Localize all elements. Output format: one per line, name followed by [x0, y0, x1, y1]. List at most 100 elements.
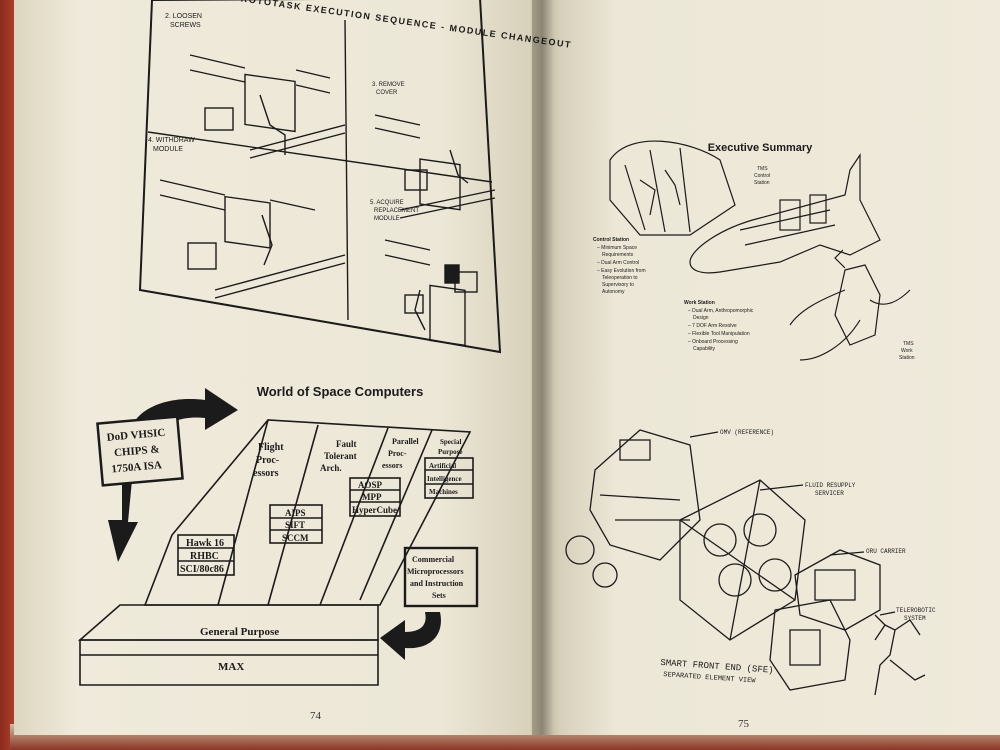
- flight-line1: Flight: [258, 442, 284, 453]
- parallel-line1: Parallel: [392, 437, 419, 446]
- panel-4-label: 4. WITHDRAW: [148, 137, 195, 144]
- flight-line3: essors: [253, 468, 279, 479]
- fault-line3: Arch.: [320, 463, 342, 473]
- general-purpose-label: General Purpose: [200, 626, 279, 638]
- prototask-frame: [138, 0, 502, 354]
- panel-5-label-3: MODULE: [374, 216, 400, 222]
- special-line2: Purpose: [438, 448, 463, 456]
- panel-2-label-2: SCREWS: [170, 22, 201, 29]
- telerobotic-label-2: SYSTEM: [904, 615, 926, 622]
- flight-block: [177, 534, 235, 576]
- dod-box: [96, 415, 184, 487]
- sci-label: SCI/80c86: [180, 564, 224, 575]
- aosp-label: AOSP: [358, 480, 383, 490]
- left-page: [14, 0, 548, 735]
- curved-arrow-left-icon: [108, 480, 138, 562]
- commercial-line3: and Instruction: [410, 579, 464, 588]
- cs-bullet3-2: Teleoperation to: [602, 275, 638, 281]
- panel-4-art: [159, 179, 346, 299]
- tms-work-label-3: Station: [899, 355, 915, 361]
- fluid-resupply-drawing: [679, 479, 806, 641]
- ws-bullet1: – Dual Arm, Anthropomorphic: [688, 308, 754, 314]
- cs-bullet3-4: Autonomy: [602, 289, 625, 295]
- parallel-block: [349, 477, 401, 517]
- cs-bullet1-2: Requirements: [602, 252, 634, 258]
- right-page: [532, 0, 1000, 735]
- dod-line2: CHIPS &: [114, 443, 160, 459]
- commercial-box: [403, 546, 479, 608]
- world-title: World of Space Computers: [257, 384, 424, 399]
- mpp-label: MPP: [362, 492, 382, 502]
- dod-line3: 1750A ISA: [111, 459, 162, 475]
- panel-5-art: [384, 239, 478, 347]
- book-gutter: [530, 0, 554, 735]
- panel-2-art: [189, 54, 346, 159]
- panel-5-label-2: REPLACEMENT: [374, 208, 419, 214]
- flight-line2: Proc-: [256, 455, 279, 466]
- fluid-label-2: SERVICER: [815, 490, 844, 497]
- left-page-number: 74: [310, 710, 321, 722]
- sccm-label: SCCM: [282, 533, 309, 543]
- work-station-drawing: [834, 264, 881, 346]
- commercial-line4: Sets: [432, 591, 446, 600]
- hypercube-label: HyperCube: [352, 505, 397, 515]
- cs-bullet2: – Dual Arm Control: [597, 260, 639, 266]
- executive-title: Executive Summary: [708, 142, 813, 154]
- cs-bullet1: – Minimum Space: [597, 245, 637, 251]
- ws-bullet1-2: Design: [693, 315, 709, 321]
- tms-control-label: TMS: [757, 166, 768, 172]
- panel-5-label: 5. ACQUIRE: [370, 200, 404, 206]
- panel-3-label: 3. REMOVE: [372, 82, 405, 88]
- tms-work-label: TMS: [903, 341, 914, 347]
- fault-block: [269, 504, 323, 544]
- ws-bullet2: – 7 DOF Arm Resolve: [688, 323, 737, 329]
- panel-3-art: [374, 114, 496, 219]
- fault-line1: Fault: [336, 439, 357, 449]
- ai-line3: Machines: [429, 488, 458, 496]
- cs-bullet3: – Easy Evolution from: [597, 268, 646, 274]
- ai-line2: Intelligence: [427, 475, 462, 483]
- oru-carrier-drawing: [769, 549, 881, 691]
- hawk-label: Hawk 16: [186, 538, 224, 549]
- tms-work-label-2: Work: [901, 348, 913, 354]
- computers-slab: [143, 419, 472, 606]
- fluid-label: FLUID RESUPPLY: [805, 482, 856, 489]
- max-label: MAX: [218, 661, 244, 673]
- curved-arrow-bottom-icon: [380, 612, 441, 660]
- dod-line1: DoD VHSIC: [106, 427, 166, 444]
- ws-bullet4-2: Capability: [693, 346, 715, 352]
- omv-label: OMV (REFERENCE): [720, 429, 774, 436]
- commercial-line2: Microprocessors: [407, 567, 464, 576]
- cs-bullet3-3: Supervisory to: [602, 282, 634, 288]
- ai-line1: Artificial: [429, 462, 456, 470]
- aips-label: AIPS: [285, 508, 306, 518]
- fault-line2: Tolerant: [324, 451, 357, 461]
- oru-label: ORU CARRIER: [866, 548, 906, 555]
- ws-bullet3: – Flexible Tool Manipulation: [688, 331, 750, 337]
- panel-3-label-2: COVER: [376, 90, 398, 96]
- telerobotic-label: TELEROBOTIC: [896, 607, 936, 614]
- telerobotic-drawing: [874, 614, 926, 696]
- omv-drawing: [565, 429, 701, 588]
- tms-control-label-2: Control: [754, 173, 770, 179]
- sift-label: SIFT: [285, 520, 305, 530]
- right-page-number: 75: [738, 718, 749, 730]
- control-station-heading: Control Station: [593, 237, 629, 243]
- control-station-drawing: [609, 140, 736, 236]
- special-line1: Special: [440, 438, 461, 446]
- panel-4-label-2: MODULE: [153, 146, 183, 153]
- parallel-line3: essors: [382, 461, 402, 470]
- special-block: [424, 457, 474, 499]
- panel-2-label: 2. LOOSEN: [165, 13, 202, 20]
- tms-control-label-3: Station: [754, 180, 770, 186]
- parallel-line2: Proc-: [388, 449, 407, 458]
- rhbc-label: RHBC: [190, 551, 219, 562]
- shuttle-drawing: [689, 153, 881, 274]
- commercial-line1: Commercial: [412, 555, 455, 564]
- work-station-heading: Work Station: [684, 300, 715, 306]
- ws-bullet4: – Onboard Processing: [688, 339, 738, 345]
